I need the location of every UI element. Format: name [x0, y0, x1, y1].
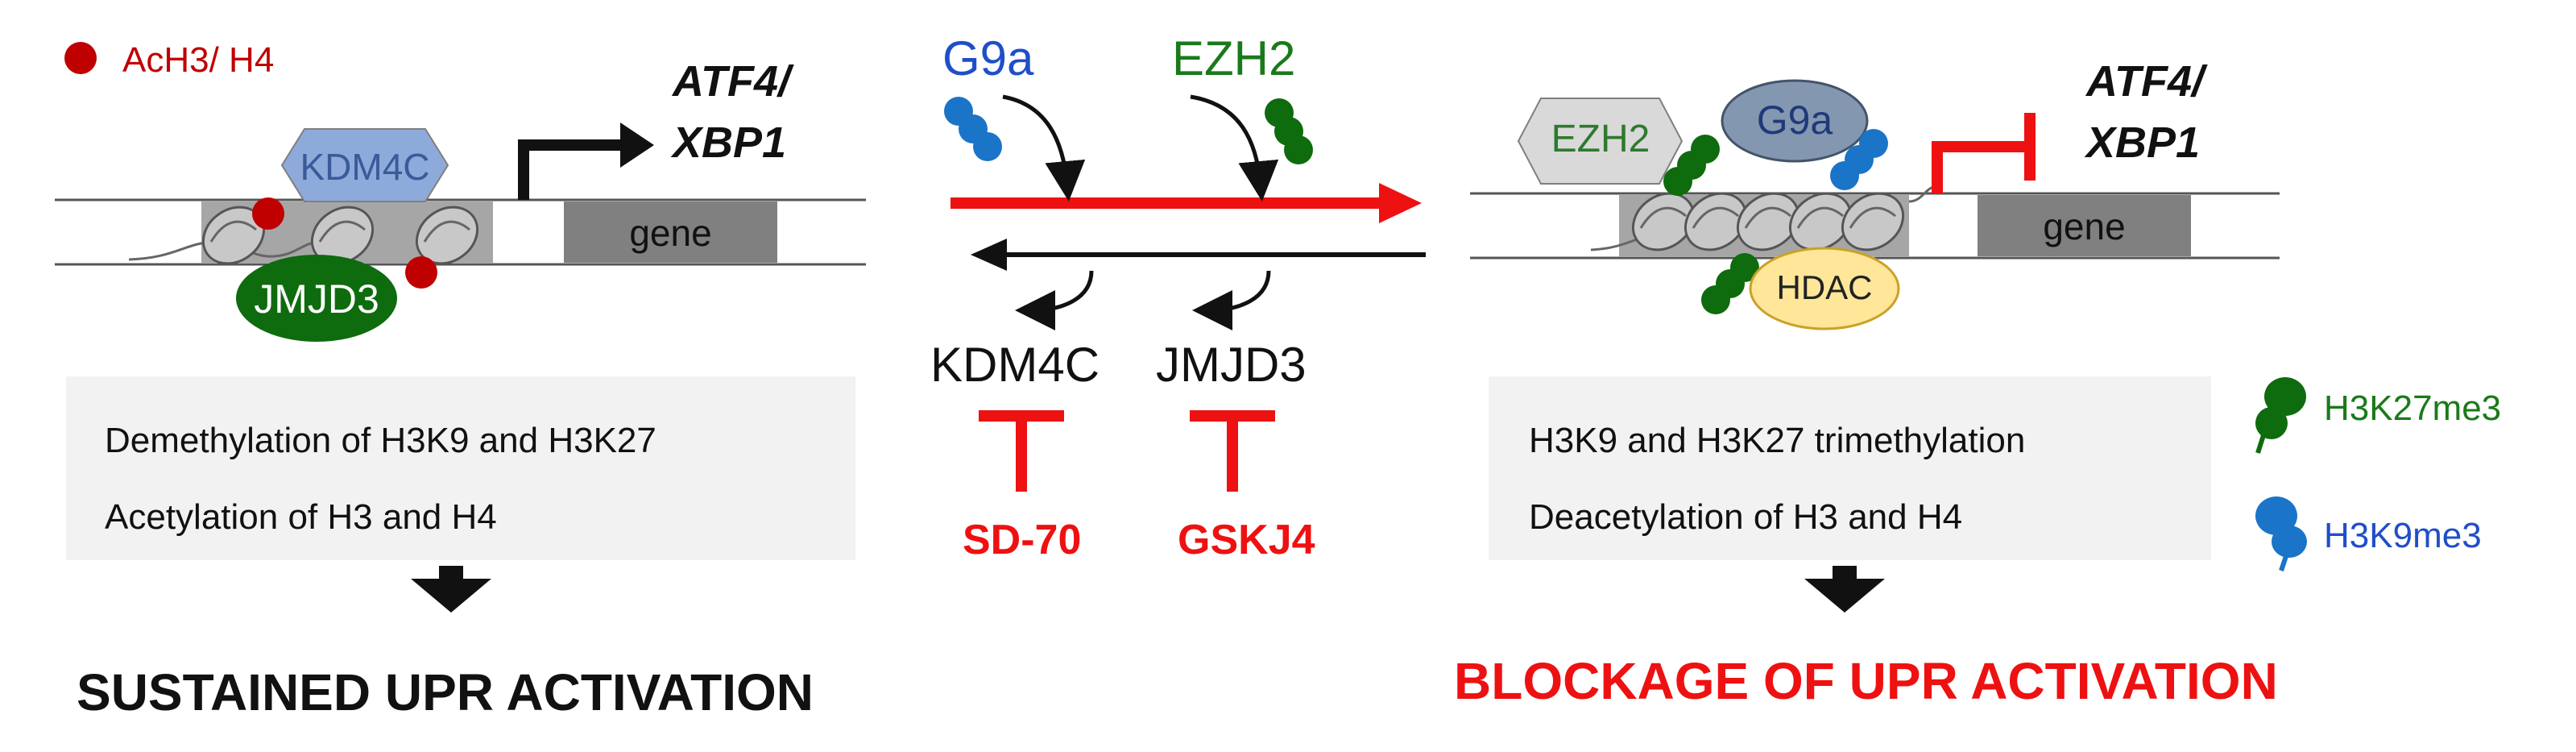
right-effect-2: Deacetylation of H3 and H4 [1529, 497, 1963, 537]
right-effects-box [1489, 376, 2211, 560]
right-h3k27me3-lower-mark-icon [1701, 253, 1759, 314]
right-target-line1: ATF4/ [2086, 57, 2204, 106]
right-down-arrow-icon [1804, 579, 1885, 613]
right-hdac-ellipse [1749, 247, 1900, 330]
right-gene-box [1978, 195, 2191, 256]
gskj4-inhibitor-label: GSKJ4 [1178, 517, 1315, 563]
right-target-line2: XBP1 [2086, 118, 2201, 167]
sd70-inhibitor-label: SD-70 [963, 517, 1082, 563]
h3k27me3-legend-icon [2255, 377, 2306, 454]
right-nucleosome-2-icon [1684, 192, 1748, 251]
right-ezh2-hexagon [1517, 98, 1684, 185]
left-acetyl-mark-icon [252, 197, 284, 230]
left-transcription-arrow-icon [518, 139, 624, 200]
right-effect-1: H3K9 and H3K27 trimethylation [1529, 421, 2026, 460]
left-chromatin [55, 123, 866, 342]
acetyl-legend-dot-icon [64, 42, 97, 74]
left-down-arrow-icon [411, 579, 491, 613]
h3k9me3-legend-label: H3K9me3 [2324, 516, 2482, 555]
left-outcome: SUSTAINED UPR ACTIVATION [77, 663, 814, 721]
middle-methylation-arrows [944, 94, 1426, 492]
right-g9a-label: G9a [1756, 98, 1833, 143]
left-kdm4c-hexagon [280, 128, 449, 202]
ezh2-label: EZH2 [1172, 31, 1296, 85]
left-acetyl-mark-icon [405, 256, 437, 289]
g9a-label: G9a [942, 31, 1034, 85]
left-nucleosome-3-icon [415, 206, 479, 265]
left-jmjd3-label: JMJD3 [254, 276, 379, 322]
sd70-inhibition-icon [979, 410, 1064, 492]
right-h3k9me3-mark-icon [1830, 129, 1888, 190]
right-repression-icon [1932, 113, 2036, 193]
left-target-line1: ATF4/ [673, 57, 790, 106]
acetyl-legend-label: AcH3/ H4 [122, 40, 275, 80]
right-outcome: BLOCKAGE OF UPR ACTIVATION [1454, 652, 2278, 710]
left-effects-box [66, 376, 855, 560]
right-nucleosome-4-icon [1788, 192, 1853, 251]
gskj4-inhibition-icon [1190, 410, 1275, 492]
left-nucleosome-2-icon [310, 206, 375, 265]
h3k9me3-legend-icon [2255, 496, 2307, 571]
left-gene-label: gene [629, 212, 712, 254]
right-nucleosome-5-icon [1841, 192, 1905, 251]
left-gene-box [564, 202, 777, 263]
jmjd3-eraser-label: JMJD3 [1156, 338, 1307, 392]
right-chromatin [1470, 79, 2280, 330]
left-jmjd3-ellipse [236, 255, 397, 342]
left-kdm4c-label: KDM4C [300, 146, 430, 188]
middle-h3k9me3-mark-icon [944, 97, 1002, 161]
middle-h3k27me3-mark-icon [1265, 98, 1313, 164]
right-nucleosome-3-icon [1736, 192, 1800, 251]
left-effect-1: Demethylation of H3K9 and H3K27 [105, 421, 656, 460]
right-h3k27me3-mark-icon [1663, 135, 1720, 196]
right-ezh2-label: EZH2 [1551, 118, 1650, 160]
right-gene-label: gene [2043, 206, 2126, 247]
right-hdac-label: HDAC [1776, 268, 1873, 306]
right-nucleosome-1-icon [1631, 192, 1696, 251]
left-effect-2: Acetylation of H3 and H4 [105, 497, 497, 537]
h3k27me3-legend-label: H3K27me3 [2324, 388, 2502, 428]
left-target-line2: XBP1 [673, 118, 787, 167]
right-g9a-ellipse [1721, 79, 1869, 163]
kdm4c-eraser-label: KDM4C [930, 338, 1100, 392]
